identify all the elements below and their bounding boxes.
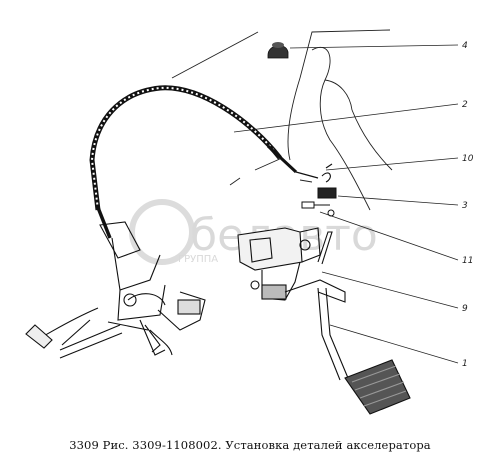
watermark-sub-text: ГРУППА [178, 254, 218, 265]
leader-lines [233, 44, 459, 364]
watermark-logo-ring [129, 199, 195, 265]
figure-caption: 3309 Рис. 3309-1108002. Установка детале… [69, 438, 431, 452]
right-pedal-bracket [237, 227, 346, 303]
cab-outline [171, 29, 393, 211]
part-4-plug [267, 42, 289, 59]
callout-10: 10 [462, 154, 474, 164]
callout-9: 9 [462, 304, 468, 314]
part-10-spring [321, 163, 333, 183]
part-1-pedal [317, 287, 411, 415]
left-pedal-mechanism [25, 221, 206, 359]
callout-3: 3 [462, 201, 468, 211]
callout-4: 4 [462, 41, 468, 51]
callout-11: 11 [462, 256, 473, 266]
callout-2: 2 [462, 100, 468, 110]
callout-1: 1 [462, 359, 468, 369]
part-2-cable [89, 85, 319, 239]
